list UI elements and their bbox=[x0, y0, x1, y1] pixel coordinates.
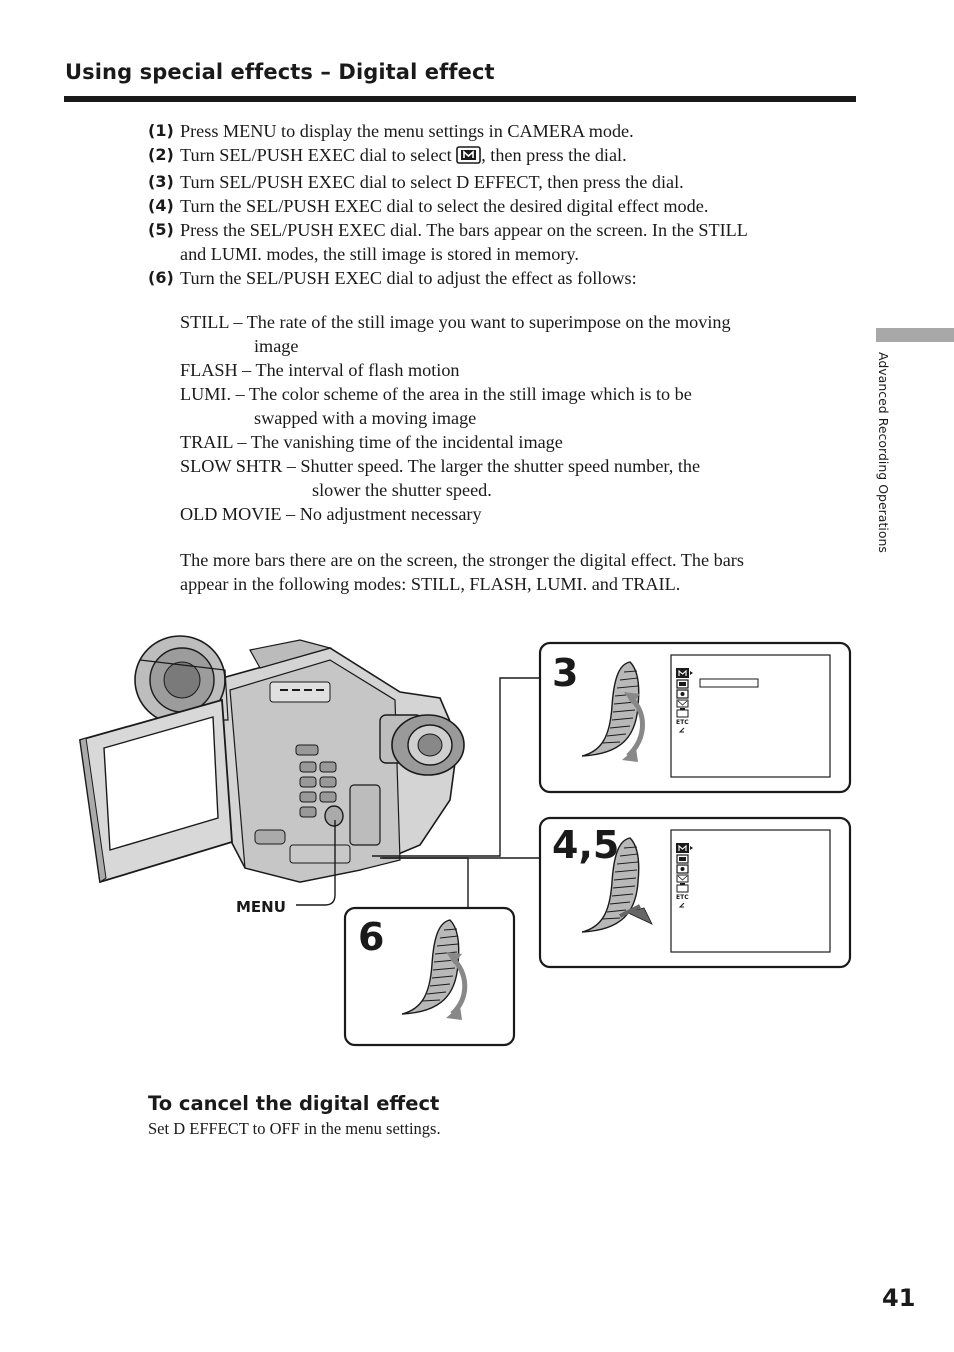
effect-trail: TRAIL – The vanishing time of the incide… bbox=[180, 430, 850, 454]
effect-slow-shtr: SLOW SHTR – Shutter speed. The larger th… bbox=[180, 454, 850, 502]
cancel-title: To cancel the digital effect bbox=[148, 1092, 440, 1115]
step-5: (5) Press the SEL/PUSH EXEC dial. The ba… bbox=[148, 218, 848, 266]
etc-label: ETC bbox=[676, 894, 689, 901]
effect-line-continued: slower the shutter speed. bbox=[312, 480, 492, 500]
step-3: (3) Turn SEL/PUSH EXEC dial to select D … bbox=[148, 170, 848, 194]
camcorder-illustration: MENU 3 ETC 4,5 ETC 6 bbox=[78, 635, 852, 1047]
control-buttons bbox=[295, 744, 344, 827]
lcd-panel bbox=[78, 698, 233, 884]
effect-line: FLASH – The interval of flash motion bbox=[180, 360, 460, 380]
effect-lumi: LUMI. – The color scheme of the area in … bbox=[180, 382, 850, 430]
cancel-text: Set D EFFECT to OFF in the menu settings… bbox=[148, 1119, 441, 1138]
effect-flash: FLASH – The interval of flash motion bbox=[180, 358, 850, 382]
effect-still: STILL – The rate of the still image you … bbox=[180, 310, 850, 358]
leader-line-3 bbox=[372, 677, 540, 857]
step-number: (1) bbox=[148, 121, 174, 140]
effect-line: TRAIL – The vanishing time of the incide… bbox=[180, 432, 563, 452]
step-text: Turn the SEL/PUSH EXEC dial to select th… bbox=[180, 196, 709, 216]
section-title: Using special effects – Digital effect bbox=[65, 60, 495, 84]
step-number: (6) bbox=[148, 268, 174, 287]
note-line: appear in the following modes: STILL, FL… bbox=[180, 574, 681, 594]
effect-line: OLD MOVIE – No adjustment necessary bbox=[180, 504, 482, 524]
step-text: Turn SEL/PUSH EXEC dial to select D EFFE… bbox=[180, 172, 684, 192]
camera-menu-icon bbox=[456, 146, 481, 170]
menu-screen bbox=[670, 654, 831, 778]
effect-line: LUMI. – The color scheme of the area in … bbox=[180, 384, 692, 404]
title-rule bbox=[64, 96, 856, 102]
step-text: Press the SEL/PUSH EXEC dial. The bars a… bbox=[180, 220, 748, 240]
camcorder-body bbox=[134, 635, 465, 883]
effect-line: SLOW SHTR – Shutter speed. The larger th… bbox=[180, 456, 701, 476]
panel-6-label: 6 bbox=[358, 915, 384, 959]
step-text: Press MENU to display the menu settings … bbox=[180, 121, 634, 141]
step-2: (2) Turn SEL/PUSH EXEC dial to select , … bbox=[148, 143, 848, 170]
menu-leader-line bbox=[296, 820, 336, 906]
bars-note: The more bars there are on the screen, t… bbox=[180, 548, 850, 596]
panel-step-6: 6 bbox=[343, 906, 516, 1047]
step-1: (1) Press MENU to display the menu setti… bbox=[148, 119, 848, 143]
leader-line-6 bbox=[382, 857, 469, 908]
steps-list: (1) Press MENU to display the menu setti… bbox=[148, 119, 848, 290]
effect-old-movie: OLD MOVIE – No adjustment necessary bbox=[180, 502, 850, 526]
panel-3-label: 3 bbox=[552, 651, 578, 695]
step-6: (6) Turn the SEL/PUSH EXEC dial to adjus… bbox=[148, 266, 848, 290]
etc-label: ETC bbox=[676, 719, 689, 726]
step-text-continued: and LUMI. modes, the still image is stor… bbox=[180, 244, 579, 264]
step-text: , then press the dial. bbox=[481, 145, 627, 165]
step-text: Turn the SEL/PUSH EXEC dial to adjust th… bbox=[180, 268, 637, 288]
menu-screen bbox=[670, 829, 831, 953]
panel-45-label: 4,5 bbox=[552, 823, 619, 867]
menu-selection-box bbox=[699, 678, 759, 688]
panel-step-45: 4,5 ETC bbox=[538, 816, 852, 969]
step-number: (4) bbox=[148, 196, 174, 215]
section-tab bbox=[876, 328, 954, 342]
step-number: (3) bbox=[148, 172, 174, 191]
step-text: Turn SEL/PUSH EXEC dial to select bbox=[180, 145, 457, 165]
effect-line-continued: swapped with a moving image bbox=[254, 408, 477, 428]
note-line: The more bars there are on the screen, t… bbox=[180, 550, 744, 570]
page-number: 41 bbox=[882, 1284, 916, 1312]
step-number: (2) bbox=[148, 145, 174, 164]
step-4: (4) Turn the SEL/PUSH EXEC dial to selec… bbox=[148, 194, 848, 218]
step-number: (5) bbox=[148, 220, 174, 239]
sidebar-section-label: Advanced Recording Operations bbox=[876, 352, 891, 553]
menu-label: MENU bbox=[236, 898, 286, 916]
panel-step-3: 3 ETC bbox=[538, 641, 852, 794]
effect-line: STILL – The rate of the still image you … bbox=[180, 312, 731, 332]
effect-line-continued: image bbox=[254, 336, 299, 356]
effect-descriptions: STILL – The rate of the still image you … bbox=[180, 310, 850, 526]
